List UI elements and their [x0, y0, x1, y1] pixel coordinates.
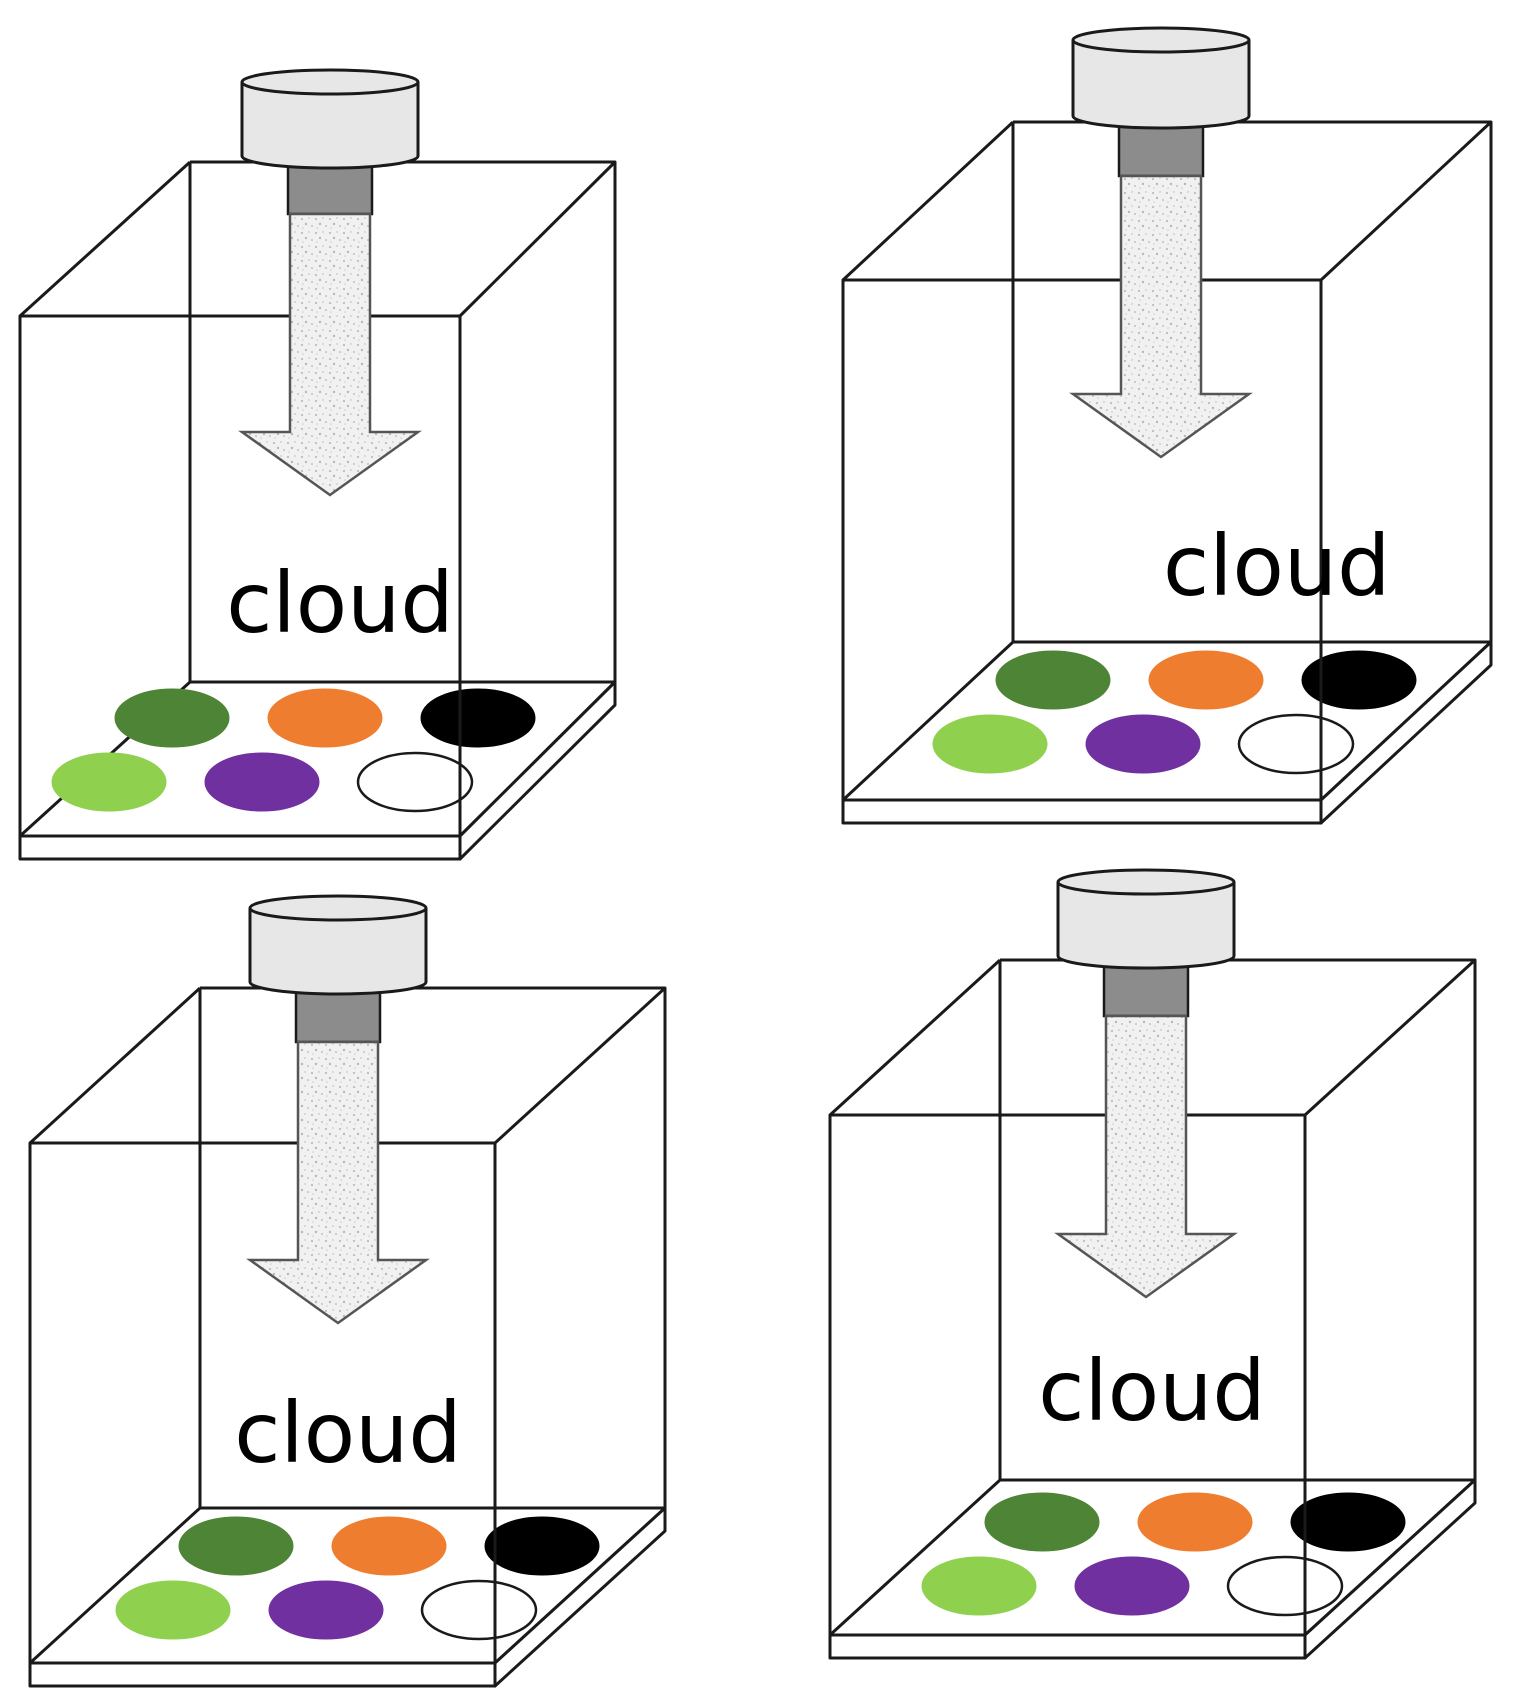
well-light-green [51, 752, 167, 812]
well-light-green [921, 1556, 1037, 1616]
well-empty [420, 1579, 538, 1641]
chamber-bottom-right: cloud [828, 868, 1477, 1660]
well-purple [204, 752, 320, 812]
chamber-edge [828, 958, 1002, 1117]
well-black [1290, 1492, 1406, 1552]
nozzle-cap [248, 908, 428, 996]
well-black [484, 1516, 600, 1576]
well-purple [1085, 714, 1201, 774]
cloud-arrow [1054, 1014, 1238, 1299]
nozzle [1071, 26, 1251, 178]
plate-side-face [1319, 640, 1493, 825]
nozzle-neck [286, 162, 374, 216]
well-plate [18, 680, 617, 861]
well-orange [331, 1516, 447, 1576]
chamber-bottom-left: cloud [28, 894, 667, 1688]
chamber-front-face [828, 1113, 1307, 1637]
nozzle-neck [294, 988, 382, 1044]
well-orange [1148, 650, 1264, 710]
well-dark-green [114, 688, 230, 748]
well-plate [828, 1478, 1477, 1660]
nozzle-cap-top [1071, 26, 1251, 54]
chamber-front-face [18, 314, 462, 838]
nozzle [1056, 868, 1236, 1018]
plate-side-face [493, 1506, 667, 1688]
nozzle-cap [1056, 882, 1236, 970]
well-dark-green [995, 650, 1111, 710]
plate-front-face [841, 798, 1323, 825]
nozzle-cap-top [240, 68, 420, 96]
well-black [420, 688, 536, 748]
plate-front-face [28, 1661, 497, 1688]
cloud-arrow [246, 1040, 430, 1325]
chamber-top-left: cloud [18, 68, 617, 861]
well-dark-green [984, 1492, 1100, 1552]
chamber-edge [18, 160, 192, 318]
nozzle [240, 68, 420, 216]
nozzle-cap [1071, 40, 1251, 130]
well-group [921, 1492, 1406, 1617]
cloud-arrow [1069, 174, 1253, 459]
well-group [932, 650, 1417, 775]
well-dark-green [178, 1516, 294, 1576]
cloud-label: cloud [1038, 1342, 1265, 1440]
well-group [115, 1516, 600, 1641]
chamber-edge [841, 120, 1015, 282]
plate-front-face [828, 1633, 1307, 1660]
cloud-label: cloud [1163, 517, 1390, 615]
chamber-edge [1303, 958, 1477, 1117]
plate-front-face [18, 834, 462, 861]
well-empty [1226, 1555, 1344, 1617]
chamber-edge [493, 986, 667, 1145]
well-orange [1137, 1492, 1253, 1552]
well-plate [841, 640, 1493, 825]
chamber-edge [1319, 120, 1493, 282]
chamber-edge [458, 160, 617, 318]
well-black [1301, 650, 1417, 710]
well-light-green [115, 1580, 231, 1640]
chamber-front-face [841, 278, 1323, 802]
cloud-label: cloud [226, 554, 453, 652]
cloud-label: cloud [234, 1384, 461, 1482]
well-orange [267, 688, 383, 748]
well-purple [268, 1580, 384, 1640]
nozzle [248, 894, 428, 1044]
nozzle-neck [1117, 124, 1205, 178]
well-group [51, 688, 536, 813]
cloud-arrow [238, 212, 422, 497]
nozzle-cap [240, 82, 420, 170]
plate-side-face [458, 680, 617, 861]
well-purple [1074, 1556, 1190, 1616]
well-plate [28, 1506, 667, 1688]
well-light-green [932, 714, 1048, 774]
chamber-front-face [28, 1141, 497, 1665]
chamber-edge [28, 986, 202, 1145]
well-empty [1237, 713, 1355, 775]
well-empty [356, 751, 474, 813]
chamber-top-right: cloud [841, 26, 1493, 825]
nozzle-cap-top [248, 894, 428, 922]
nozzle-neck [1102, 962, 1190, 1018]
plate-side-face [1303, 1478, 1477, 1660]
nozzle-cap-top [1056, 868, 1236, 896]
